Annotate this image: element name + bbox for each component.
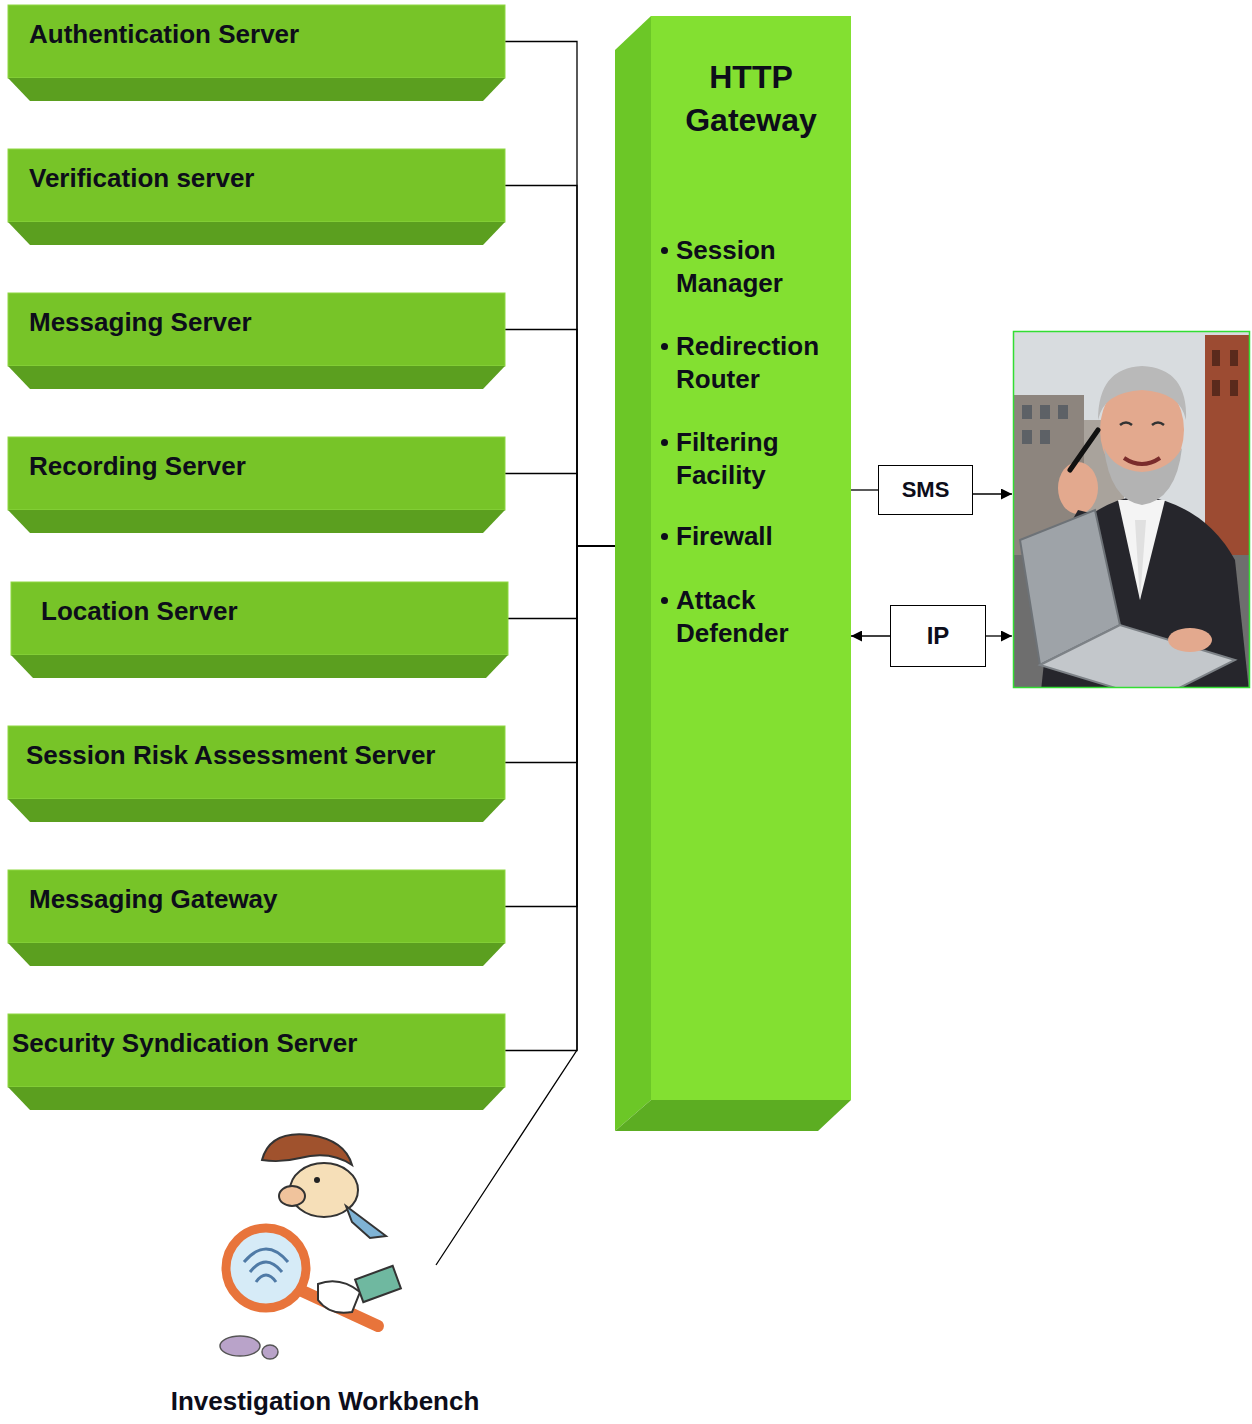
bullet-dot (661, 533, 668, 540)
user-photo (1014, 332, 1251, 701)
gateway-feature: Redirection Router (676, 330, 848, 396)
connector-line (851, 635, 890, 636)
detective-icon (220, 1134, 401, 1359)
server-box: Session Risk Assessment Server (8, 726, 505, 822)
box-face (8, 1014, 505, 1087)
gateway-feature: Attack Defender (676, 584, 848, 650)
gateway-feature: Firewall (676, 520, 848, 553)
workbench-node: Investigation Workbench (200, 1128, 436, 1368)
server-box: Messaging Gateway (8, 870, 505, 966)
gateway-feature: Session Manager (676, 234, 848, 300)
server-box: Location Server (11, 582, 508, 678)
box-bevel (8, 222, 505, 245)
box-bevel (11, 655, 508, 678)
server-box: Verification server (8, 149, 505, 245)
gateway-bevel (615, 1100, 851, 1131)
box-bevel (8, 366, 505, 389)
server-name: Session Risk Assessment Server (26, 726, 436, 770)
box-bevel (8, 1087, 505, 1110)
server-name: Messaging Server (29, 293, 252, 337)
bullet-dot (661, 597, 668, 604)
channel-box: IP (890, 605, 986, 667)
channel-box: SMS (878, 465, 973, 515)
box-face (8, 726, 505, 799)
server-box: Messaging Server (8, 293, 505, 389)
bullet-dot (661, 343, 668, 350)
server-name: Recording Server (29, 437, 246, 481)
box-face (8, 5, 505, 78)
bullet-dot (661, 247, 668, 254)
box-face (11, 582, 508, 655)
box-face (8, 293, 505, 366)
gateway-side (615, 16, 651, 1131)
server-box: Security Syndication Server (8, 1014, 505, 1110)
server-name: Messaging Gateway (29, 870, 278, 914)
server-name: Verification server (29, 149, 254, 193)
box-bevel (8, 78, 505, 101)
box-face (8, 149, 505, 222)
gateway-face (651, 16, 851, 1100)
gateway-title: HTTP Gateway (651, 16, 851, 142)
channel-label: SMS (902, 477, 950, 503)
server-name: Authentication Server (29, 5, 299, 49)
bullet-dot (661, 439, 668, 446)
gateway-column: HTTP GatewaySession ManagerRedirection R… (615, 16, 851, 1131)
server-name: Location Server (41, 582, 238, 626)
gateway-shape (615, 16, 851, 1131)
server-box: Recording Server (8, 437, 505, 533)
arrow-line (973, 493, 1012, 494)
box-bevel (8, 799, 505, 822)
box-bevel (8, 943, 505, 966)
connector-line (851, 489, 878, 490)
gateway-feature: Filtering Facility (676, 426, 848, 492)
box-face (8, 870, 505, 943)
server-box: Authentication Server (8, 5, 505, 101)
box-bevel (8, 510, 505, 533)
arrow-line (986, 635, 1012, 636)
channel-label: IP (927, 622, 950, 651)
workbench-label: Investigation Workbench (171, 1386, 480, 1416)
server-name: Security Syndication Server (12, 1014, 357, 1058)
box-face (8, 437, 505, 510)
